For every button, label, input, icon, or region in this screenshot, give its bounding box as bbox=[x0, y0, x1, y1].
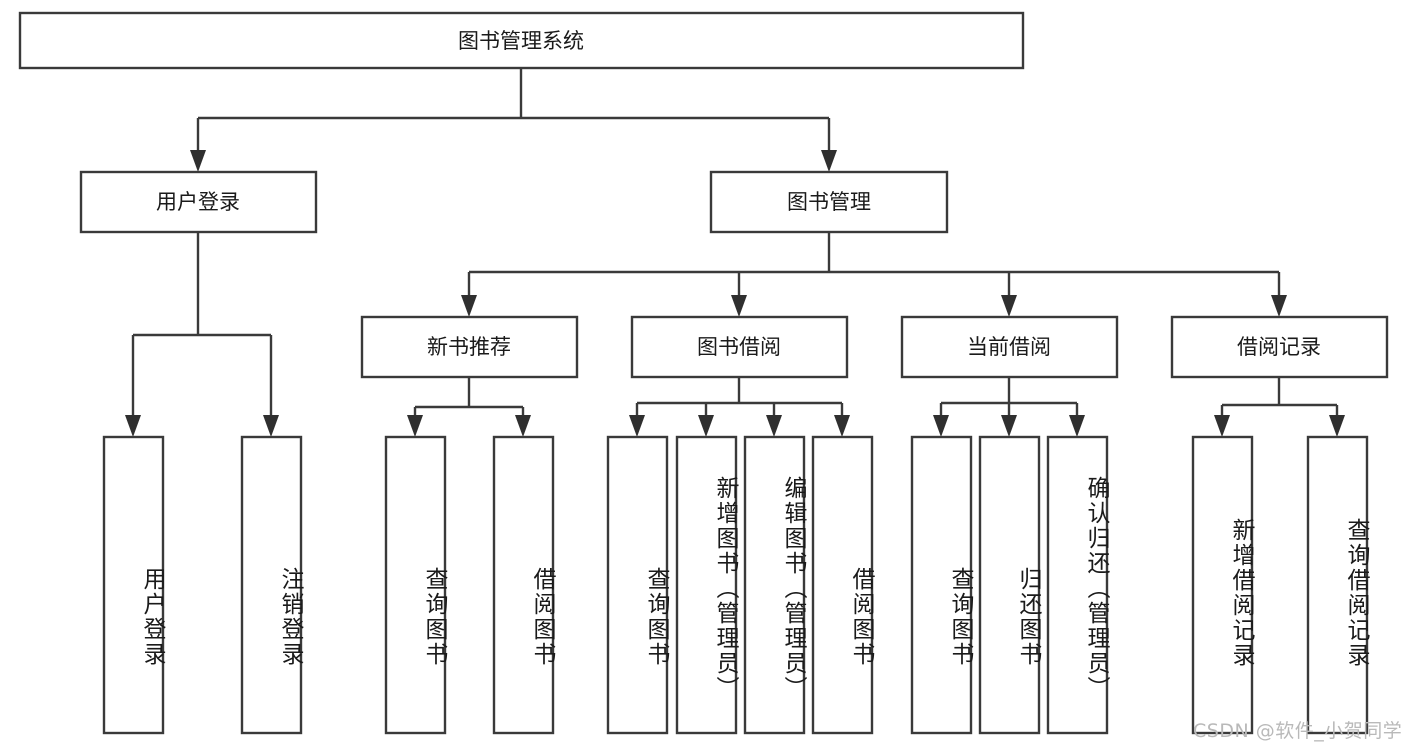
node-leaf-book-borrow-4-box[interactable] bbox=[811, 435, 874, 735]
node-leaf-user-login-2-box[interactable] bbox=[240, 435, 303, 735]
node-leaf-user-login-1-box[interactable] bbox=[102, 435, 165, 735]
arrow-book-borrow-leaf-2-icon bbox=[698, 415, 714, 437]
arrow-current-borrow-leaf-2-icon bbox=[1001, 415, 1017, 437]
arrow-current-borrow-leaf-1-icon bbox=[933, 415, 949, 437]
arrow-to-book-borrow-icon bbox=[731, 295, 747, 317]
arrow-to-new-book-icon bbox=[461, 295, 477, 317]
node-book-manage-label: 图书管理 bbox=[787, 190, 871, 214]
node-borrow-record-box[interactable] bbox=[1170, 315, 1389, 379]
arrow-borrow-record-leaf-1-icon bbox=[1214, 415, 1230, 437]
node-current-borrow-box[interactable] bbox=[900, 315, 1119, 379]
node-root-label: 图书管理系统 bbox=[458, 29, 584, 53]
node-book-borrow-box[interactable] bbox=[630, 315, 849, 379]
node-leaf-book-borrow-2-box[interactable] bbox=[675, 435, 738, 735]
node-group: 图书管理系统 用户登录 图书管理 新书推荐 图书借阅 当前借阅 借阅记录 bbox=[18, 11, 1389, 735]
node-user-login-box[interactable] bbox=[79, 170, 318, 234]
node-current-borrow-label: 当前借阅 bbox=[967, 335, 1051, 359]
arrow-new-book-leaf-1-icon bbox=[407, 415, 423, 437]
node-leaf-new-book-1-box[interactable] bbox=[384, 435, 447, 735]
arrow-current-borrow-leaf-3-icon bbox=[1069, 415, 1085, 437]
arrow-book-borrow-leaf-4-icon bbox=[834, 415, 850, 437]
node-leaf-book-borrow-1-box[interactable] bbox=[606, 435, 669, 735]
arrow-to-user-login-icon bbox=[190, 150, 206, 172]
node-leaf-book-borrow-3-box[interactable] bbox=[743, 435, 806, 735]
node-new-book-box[interactable] bbox=[360, 315, 579, 379]
arrow-to-borrow-record-icon bbox=[1271, 295, 1287, 317]
node-root-box[interactable] bbox=[18, 11, 1025, 70]
node-leaf-borrow-record-1-box[interactable] bbox=[1191, 435, 1254, 735]
node-borrow-record-label: 借阅记录 bbox=[1237, 335, 1321, 359]
node-book-borrow-label: 图书借阅 bbox=[697, 335, 781, 359]
node-leaf-current-borrow-3-box[interactable] bbox=[1046, 435, 1109, 735]
arrow-book-borrow-leaf-1-icon bbox=[629, 415, 645, 437]
node-user-login-label: 用户登录 bbox=[156, 190, 240, 214]
arrow-borrow-record-leaf-2-icon bbox=[1329, 415, 1345, 437]
arrow-new-book-leaf-2-icon bbox=[515, 415, 531, 437]
connector-group bbox=[125, 68, 1345, 437]
arrow-to-book-manage-icon bbox=[821, 150, 837, 172]
node-leaf-new-book-2-box[interactable] bbox=[492, 435, 555, 735]
watermark-text: CSDN @软件_小贺同学 bbox=[1193, 720, 1403, 742]
arrow-user-login-leaf-2-icon bbox=[263, 415, 279, 437]
arrow-to-current-borrow-icon bbox=[1001, 295, 1017, 317]
arrow-book-borrow-leaf-3-icon bbox=[766, 415, 782, 437]
node-new-book-label: 新书推荐 bbox=[427, 335, 511, 359]
node-leaf-current-borrow-2-box[interactable] bbox=[978, 435, 1041, 735]
node-leaf-current-borrow-1-box[interactable] bbox=[910, 435, 973, 735]
node-book-manage-box[interactable] bbox=[709, 170, 949, 234]
node-leaf-borrow-record-2-box[interactable] bbox=[1306, 435, 1369, 735]
arrow-user-login-leaf-1-icon bbox=[125, 415, 141, 437]
